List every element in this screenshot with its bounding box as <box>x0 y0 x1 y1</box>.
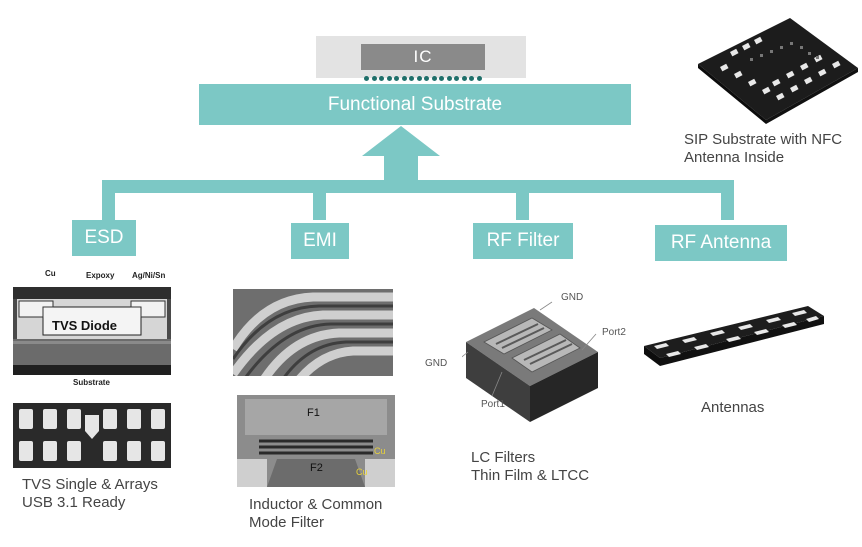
inductor-cross-section-image <box>237 395 395 487</box>
inductor-label-cu2: Cu <box>356 467 368 477</box>
inductor-caption-line2: Mode Filter <box>249 514 325 531</box>
tvs-caption-line2: USB 3.1 Ready <box>22 494 126 511</box>
lc-caption-line2: Thin Film & LTCC <box>471 467 590 484</box>
inductor-label-f2: F2 <box>310 462 323 474</box>
antennas-caption: Antennas <box>701 399 765 416</box>
tvs-cross-section-image <box>13 287 171 375</box>
category-esd: ESD <box>72 220 136 256</box>
ic-block: IC <box>361 44 485 70</box>
tvs-array-image <box>13 403 171 468</box>
tvs-label-substrate: Substrate <box>73 378 110 387</box>
lc-label-port1: Port1 <box>481 399 505 410</box>
tvs-label-cu: Cu <box>45 269 56 278</box>
up-arrow-icon <box>362 126 440 186</box>
tvs-label-agnisn: Ag/Ni/Sn <box>132 271 166 280</box>
sip-caption-line2: Antenna Inside <box>684 149 785 166</box>
lc-filter-image <box>462 301 598 422</box>
solder-bumps <box>364 76 482 84</box>
branch-drop-esd <box>102 180 115 220</box>
functional-substrate-box: Functional Substrate <box>199 84 631 125</box>
branch-connector <box>102 180 734 193</box>
tvs-label-epoxy: Expoxy <box>86 271 115 280</box>
sip-caption-line1: SIP Substrate with NFC <box>684 131 843 148</box>
branch-drop-emi <box>313 180 326 220</box>
lc-caption-line1: LC Filters <box>471 449 536 466</box>
antenna-strip-image <box>644 306 824 366</box>
lc-label-gnd-left: GND <box>425 358 448 369</box>
inductor-label-cu1: Cu <box>374 446 386 456</box>
lc-label-gnd-top: GND <box>561 292 584 303</box>
tvs-caption-line1: TVS Single & Arrays <box>22 476 158 493</box>
tvs-diode-label: TVS Diode <box>52 318 118 333</box>
inductor-caption-line1: Inductor & Common <box>249 496 383 513</box>
category-rf-filter: RF Filter <box>473 223 573 259</box>
inductor-label-f1: F1 <box>307 407 320 419</box>
lc-label-port2: Port2 <box>602 327 626 338</box>
category-emi: EMI <box>291 223 349 259</box>
category-rf-antenna: RF Antenna <box>655 225 787 261</box>
inductor-sem-image <box>233 289 393 376</box>
sip-substrate-image <box>698 18 858 124</box>
branch-drop-rf-filter <box>516 180 529 220</box>
branch-drop-rf-antenna <box>721 180 734 220</box>
